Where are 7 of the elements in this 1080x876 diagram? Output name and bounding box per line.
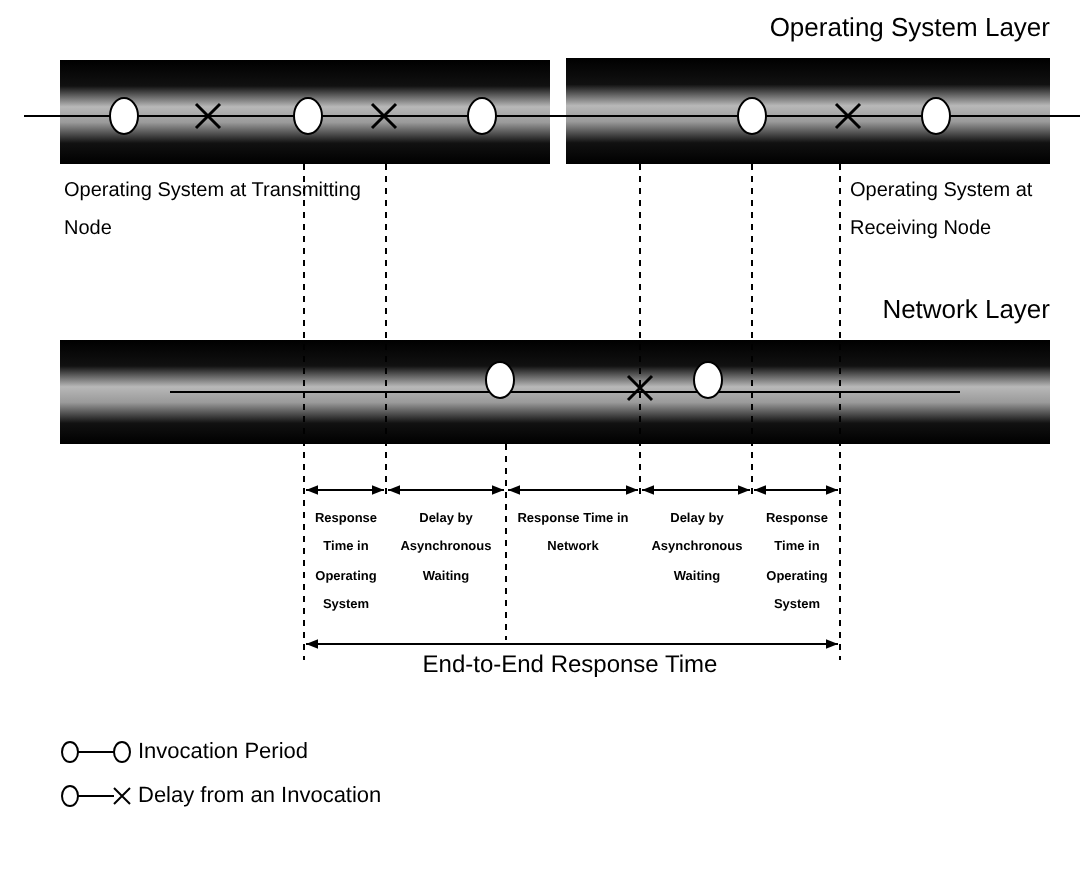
- legend-label: Delay from an Invocation: [138, 784, 382, 808]
- legend-label: Invocation Period: [138, 740, 308, 764]
- node-label: Operating System at Receiving Node: [850, 178, 1035, 244]
- layer-title: Operating System Layer: [767, 12, 1050, 44]
- node-label: Operating System at Transmitting Node: [64, 178, 363, 244]
- dimension-label: End-to-End Response Time: [420, 650, 720, 679]
- layer-title: Network Layer: [880, 294, 1050, 326]
